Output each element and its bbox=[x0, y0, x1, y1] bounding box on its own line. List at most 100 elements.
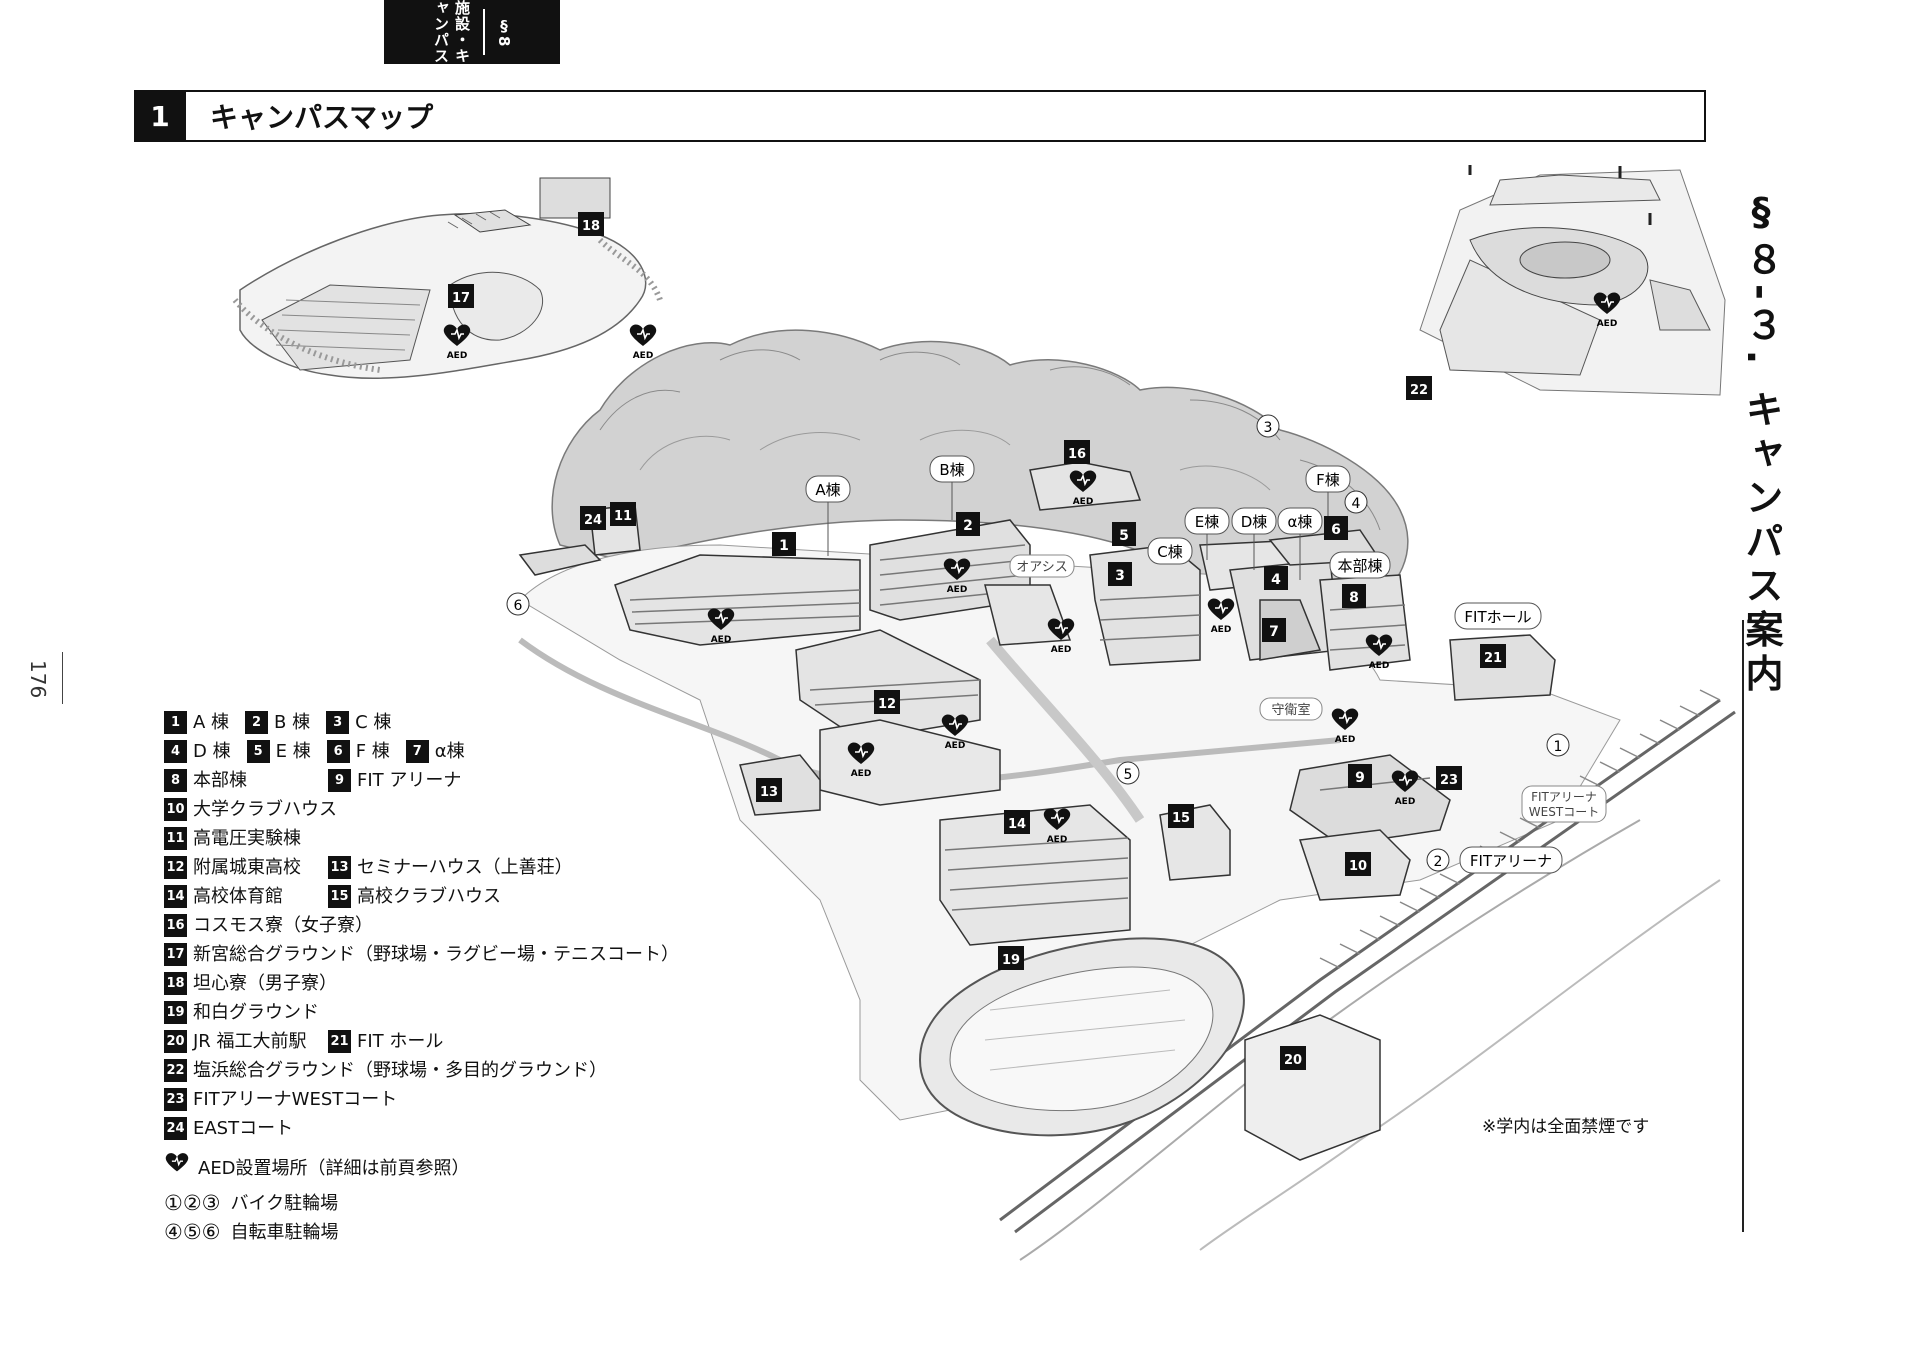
legend-text: 高電圧実験棟 bbox=[193, 828, 301, 849]
callout-a: A棟 bbox=[805, 475, 851, 556]
page-title-bar: 1 キャンパスマップ bbox=[134, 90, 1706, 142]
marker-11: 11 bbox=[610, 502, 636, 526]
legend-badge: 1 bbox=[164, 711, 187, 734]
marker-10: 10 bbox=[1345, 852, 1371, 876]
marker-20: 20 bbox=[1280, 1046, 1306, 1070]
wajiro-ground-track bbox=[918, 937, 1245, 1137]
callout-fit-arena: FITアリーナ bbox=[1459, 846, 1563, 874]
svg-text:AED: AED bbox=[711, 635, 732, 645]
legend-text: コスモス寮（女子寮） bbox=[193, 915, 373, 936]
legend-bicycle-numbers: ④⑤⑥ bbox=[164, 1220, 221, 1244]
inset-shingu-ground bbox=[232, 177, 663, 380]
aed-marker: AED bbox=[1068, 469, 1098, 507]
marker-12: 12 bbox=[874, 690, 900, 714]
legend-badge: 12 bbox=[164, 856, 187, 879]
parking-6: 6 bbox=[506, 592, 530, 616]
svg-text:15: 15 bbox=[1172, 811, 1190, 826]
svg-text:19: 19 bbox=[1002, 953, 1020, 968]
svg-text:AED: AED bbox=[945, 741, 966, 751]
aed-marker: AED bbox=[706, 607, 736, 645]
marker-9: 9 bbox=[1348, 764, 1372, 788]
svg-text:1: 1 bbox=[1554, 739, 1563, 755]
marker-19: 19 bbox=[998, 946, 1024, 970]
legend-item: 1 A 棟 bbox=[164, 708, 229, 737]
marker-2: 2 bbox=[956, 512, 980, 536]
svg-text:16: 16 bbox=[1068, 447, 1086, 462]
svg-text:AED: AED bbox=[1395, 797, 1416, 807]
svg-text:7: 7 bbox=[1269, 624, 1279, 640]
svg-text:AED: AED bbox=[447, 351, 468, 361]
legend-text: EASTコート bbox=[193, 1118, 294, 1139]
legend-text: 附属城東高校 bbox=[193, 857, 301, 878]
svg-text:AED: AED bbox=[1335, 735, 1356, 745]
svg-text:4: 4 bbox=[1271, 572, 1281, 588]
legend-text: α棟 bbox=[434, 741, 465, 762]
legend-text: D 棟 bbox=[193, 741, 231, 762]
section-number: 1 bbox=[134, 90, 186, 142]
callout-oasis: オアシス bbox=[1009, 554, 1075, 578]
legend-badge: 14 bbox=[164, 885, 187, 908]
marker-18: 18 bbox=[578, 212, 604, 236]
svg-text:3: 3 bbox=[1264, 420, 1273, 436]
svg-text:20: 20 bbox=[1284, 1053, 1302, 1068]
building-14 bbox=[939, 804, 1131, 946]
marker-23: 23 bbox=[1436, 766, 1462, 790]
svg-text:8: 8 bbox=[1349, 590, 1359, 606]
legend-text: JR 福工大前駅 bbox=[193, 1031, 307, 1052]
svg-text:10: 10 bbox=[1349, 859, 1367, 874]
svg-text:F棟: F棟 bbox=[1316, 471, 1340, 489]
svg-text:WESTコート: WESTコート bbox=[1529, 805, 1599, 819]
legend-badge: 21 bbox=[328, 1030, 351, 1053]
building-24 bbox=[518, 544, 602, 576]
legend-text: 新宮総合グラウンド（野球場・ラグビー場・テニスコート） bbox=[193, 944, 679, 965]
legend-bike-numbers: ①②③ bbox=[164, 1191, 221, 1215]
marker-24: 24 bbox=[580, 506, 606, 530]
legend-badge: 23 bbox=[164, 1088, 187, 1111]
legend-text: 高校クラブハウス bbox=[357, 886, 501, 907]
building-alpha bbox=[1259, 599, 1322, 661]
aed-heart-icon bbox=[165, 1153, 189, 1172]
svg-text:AED: AED bbox=[1211, 625, 1232, 635]
legend-text: 塩浜総合グラウンド（野球場・多目的グラウンド） bbox=[193, 1060, 607, 1081]
svg-text:AED: AED bbox=[1051, 645, 1072, 655]
legend-badge: 19 bbox=[164, 1001, 187, 1024]
marker-1: 1 bbox=[772, 532, 796, 556]
marker-5: 5 bbox=[1112, 522, 1136, 546]
aed-marker: AED bbox=[1592, 291, 1622, 329]
legend-text: C 棟 bbox=[355, 712, 392, 733]
legend-badge: 5 bbox=[246, 740, 270, 763]
svg-text:FITホール: FITホール bbox=[1464, 608, 1531, 626]
aed-markers: AED AED AED AED AED AED AED AED AED AED … bbox=[442, 291, 1622, 845]
parking-5: 5 bbox=[1116, 761, 1140, 785]
parking-markers: 1 2 3 4 5 6 bbox=[506, 414, 1570, 872]
legend-bike-text: バイク駐輪場 bbox=[230, 1193, 339, 1214]
number-markers: 1 2 3 4 5 6 7 8 9 10 11 12 13 14 15 16 1… bbox=[448, 212, 1506, 1070]
callout-fit-west: FITアリーナWESTコート bbox=[1521, 785, 1607, 823]
aed-marker: AED bbox=[846, 741, 876, 779]
svg-text:C棟: C棟 bbox=[1157, 543, 1182, 561]
svg-text:12: 12 bbox=[878, 697, 896, 712]
inset-shiohama-ground bbox=[1419, 165, 1726, 396]
callout-d: D棟 bbox=[1231, 507, 1277, 570]
legend-text: 大学クラブハウス bbox=[193, 799, 337, 820]
svg-text:13: 13 bbox=[760, 785, 778, 800]
svg-text:4: 4 bbox=[1352, 496, 1361, 512]
legend-text: E 棟 bbox=[275, 741, 311, 762]
aed-marker: AED bbox=[1364, 633, 1394, 671]
legend-item: 12 附属城東高校 bbox=[164, 853, 312, 882]
legend-text: A 棟 bbox=[193, 712, 230, 733]
svg-text:5: 5 bbox=[1124, 767, 1133, 783]
svg-text:AED: AED bbox=[1369, 661, 1390, 671]
svg-text:AED: AED bbox=[1047, 835, 1068, 845]
